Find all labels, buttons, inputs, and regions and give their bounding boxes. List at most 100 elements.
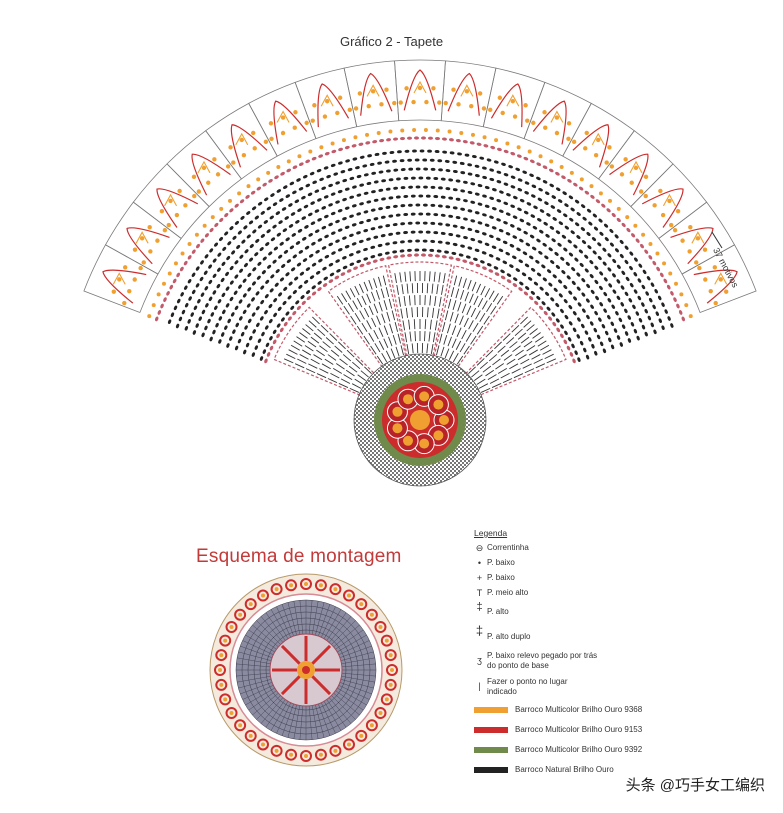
- outer-motif: [219, 693, 232, 706]
- outer-motif: [343, 738, 355, 751]
- chain-stitch: [345, 159, 350, 163]
- chain-stitch: [337, 189, 343, 194]
- chain-stitch: [661, 302, 665, 307]
- chain-stitch: [517, 178, 523, 182]
- stitch-post: [338, 341, 346, 350]
- motif-stitch: [177, 188, 182, 194]
- outer-motif: [300, 578, 312, 590]
- red-chain-stitch: [518, 287, 523, 292]
- petal-center: [419, 438, 430, 449]
- motif-stitch: [127, 288, 132, 294]
- red-chain-stitch: [556, 327, 561, 333]
- chain-stitch: [378, 188, 384, 192]
- red-chain-stitch: [283, 321, 288, 327]
- motif-dot: [579, 177, 584, 182]
- chain-stitch: [552, 217, 557, 221]
- motif-fan: [460, 84, 474, 97]
- chain-stitch: [596, 334, 601, 340]
- chain-stitch: [603, 277, 608, 282]
- chain-stitch: [593, 327, 598, 333]
- chain-stitch: [234, 274, 239, 279]
- chain-stitch: [568, 290, 573, 295]
- chain-stitch: [415, 185, 421, 189]
- chain-stitch: [265, 242, 270, 247]
- red-chain-stitch: [340, 272, 346, 276]
- chain-stitch: [244, 263, 248, 268]
- stitch-post: [503, 354, 513, 361]
- chain-stitch-icon: ⊖: [475, 543, 484, 553]
- red-chain-stitch: [606, 208, 611, 213]
- motif-red-arc: [102, 269, 147, 304]
- chain-stitch: [392, 159, 397, 163]
- chain-stitch: [594, 265, 599, 270]
- red-chain-stitch: [176, 272, 181, 278]
- chain-stitch: [529, 255, 534, 260]
- chain-stitch: [578, 249, 583, 254]
- chain-stitch: [489, 196, 494, 200]
- legend-label: Fazer o ponto no lugar indicado: [487, 677, 568, 696]
- chain-stitch: [259, 356, 264, 361]
- chain-stitch: [412, 149, 417, 153]
- motif-stitch: [215, 172, 221, 177]
- chain-stitch: [330, 192, 336, 196]
- chain-stitch: [218, 316, 223, 321]
- stitch-post: [356, 325, 364, 335]
- chain-stitch: [260, 211, 265, 215]
- chain-stitch: [489, 215, 494, 219]
- mesh-spoke: [270, 609, 289, 639]
- color-swatch-row: Barroco Multicolor Brilho Ouro 9392: [474, 745, 704, 754]
- chain-stitch: [515, 268, 520, 272]
- mesh-spoke: [238, 679, 272, 689]
- chain-stitch: [323, 276, 328, 281]
- chain-stitch: [392, 241, 398, 245]
- mesh-spoke: [281, 604, 294, 637]
- chain-stitch: [338, 161, 343, 165]
- chain-stitch: [212, 329, 216, 335]
- chain-stitch: [246, 303, 251, 308]
- red-chain-stitch: [322, 283, 328, 287]
- chain-stitch: [587, 245, 592, 250]
- chain-stitch: [530, 290, 535, 295]
- chain-stitch: [289, 181, 295, 186]
- chain-stitch: [268, 303, 273, 309]
- chain-stitch: [385, 187, 391, 191]
- chain-stitch: [224, 231, 229, 236]
- mesh-spoke: [245, 634, 275, 653]
- chain-stitch: [395, 195, 401, 199]
- red-chain-stitch: [154, 316, 159, 322]
- chain-stitch: [217, 252, 222, 257]
- red-chain-stitch: [209, 227, 214, 233]
- petal-center: [403, 435, 413, 446]
- red-chain-stitch: [455, 139, 461, 143]
- mesh-spoke: [237, 676, 271, 683]
- chain-stitch: [584, 254, 589, 259]
- stitch-post: [358, 283, 364, 294]
- chain-stitch: [474, 164, 480, 168]
- stitch-post: [436, 284, 439, 295]
- red-chain-stitch: [656, 266, 661, 272]
- chain-stitch: [571, 343, 575, 349]
- chain-stitch: [563, 299, 568, 304]
- motif-stitch: [139, 236, 145, 241]
- chain-stitch: [264, 310, 268, 315]
- stitch-post: [482, 365, 492, 373]
- chain-stitch: [546, 306, 551, 311]
- chain-stitch: [526, 202, 532, 206]
- chain-stitch: [568, 305, 573, 310]
- chain-stitch: [629, 251, 634, 256]
- petal-center: [439, 415, 449, 425]
- chain-stitch: [304, 245, 310, 250]
- chain-stitch: [418, 176, 424, 180]
- outer-motif: [244, 598, 257, 611]
- chain-stitch: [667, 316, 671, 321]
- motif-stitch: [206, 180, 211, 185]
- chain-stitch: [516, 227, 522, 231]
- chain-stitch: [496, 218, 501, 222]
- stitch-post: [299, 332, 308, 339]
- chain-stitch: [620, 302, 625, 307]
- chain-stitch: [448, 214, 454, 218]
- chain-stitch: [523, 230, 528, 235]
- color-label: Barroco Natural Brilho Ouro: [515, 765, 614, 774]
- motif-dot: [668, 271, 673, 276]
- chain-stitch: [427, 149, 432, 153]
